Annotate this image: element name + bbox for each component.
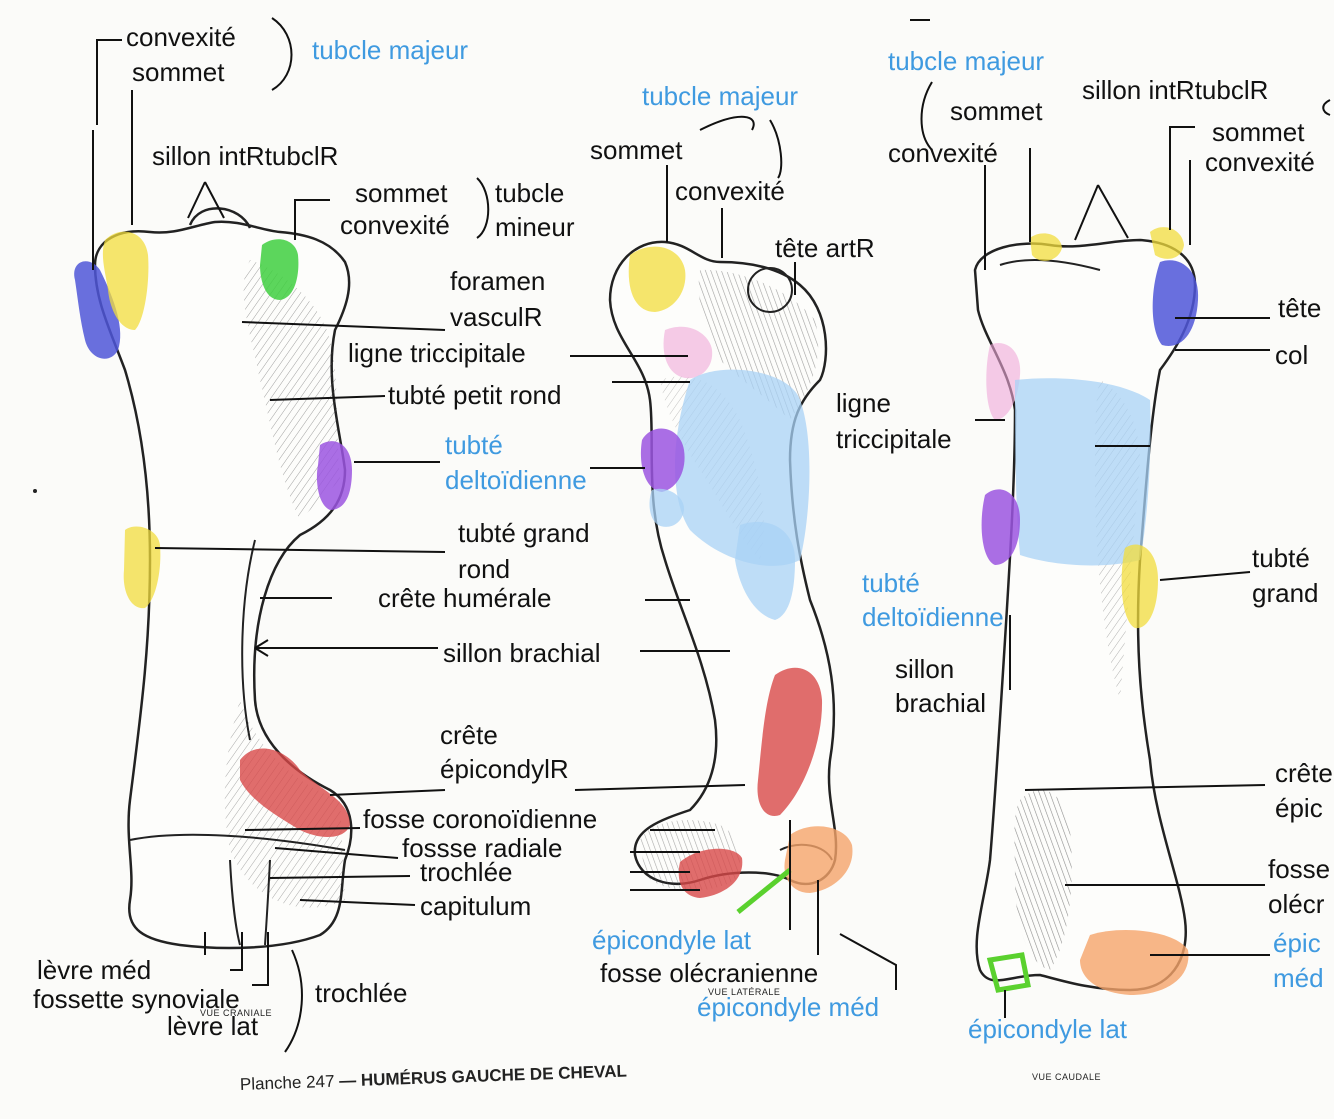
label-sommet-right-2: sommet — [1212, 117, 1305, 147]
label-epic-right: épic — [1275, 793, 1323, 823]
label-fosse-radiale: fossse radiale — [402, 833, 563, 863]
label-trochlee-left: trochlée — [420, 857, 513, 887]
label-tubte-right: tubté — [862, 568, 920, 598]
plate-dash: — — [338, 1070, 362, 1091]
label-fosse-right: fosse — [1268, 854, 1331, 884]
label-sommet-right: sommet — [950, 96, 1043, 126]
label-tubcle-majeur-left: tubcle majeur — [312, 35, 469, 65]
label-deltoidienne-right: deltoïdienne — [862, 602, 1004, 632]
caption-view-lateral: VUE LATÉRALE — [708, 987, 781, 997]
label-convexite-left: convexité — [126, 22, 236, 52]
caption-view-caudal: VUE CAUDALE — [1032, 1072, 1102, 1082]
label-ligne-mid: ligne — [836, 388, 891, 418]
label-sillon-intertuberculaire-left: sillon intRtubclR — [152, 141, 339, 171]
colored-areas-cranial — [74, 231, 352, 837]
label-mineur-left: mineur — [495, 212, 575, 242]
label-tete-right: tête — [1278, 293, 1322, 323]
label-rond: rond — [458, 554, 511, 584]
label-crete-humerale: crête humérale — [378, 583, 552, 613]
colored-areas-lateral — [628, 246, 853, 914]
label-olecr-right: olécr — [1268, 889, 1325, 919]
label-convexite-mid: convexité — [675, 176, 785, 206]
label-levre-med: lèvre méd — [37, 955, 152, 985]
label-grand-right: grand — [1252, 578, 1319, 608]
label-med-right: méd — [1273, 963, 1324, 993]
label-tubte-right-2: tubté — [1252, 543, 1310, 573]
label-fosse-coronoidienne: fosse coronoïdienne — [363, 804, 598, 834]
label-trochlee-bracket: trochlée — [315, 978, 408, 1008]
label-convexite-right: convexité — [888, 138, 998, 168]
label-crete-right: crête — [1275, 758, 1333, 788]
dot-mark — [33, 489, 37, 493]
label-deltoidienne-left: deltoïdienne — [445, 465, 587, 495]
label-epicondyle-med-mid: épicondyle méd — [697, 992, 880, 1022]
label-convexite-mineur-left: convexité — [340, 210, 450, 240]
plate-number: Planche 247 — [239, 1071, 335, 1094]
label-foramen: foramen — [450, 266, 546, 296]
label-sillon-brachial-left: sillon brachial — [443, 638, 601, 668]
label-sommet-mid: sommet — [590, 135, 683, 165]
label-crete-left: crête — [440, 720, 498, 750]
label-tubte-left: tubté — [445, 430, 503, 460]
label-sommet-mineur-left: sommet — [355, 178, 448, 208]
label-sillon-right: sillon — [895, 654, 955, 684]
label-tubcle-left: tubcle — [495, 178, 565, 208]
label-col-right: col — [1275, 340, 1309, 370]
label-tubcle-majeur-mid: tubcle majeur — [642, 81, 799, 111]
label-epicondylr: épicondylR — [440, 754, 569, 784]
label-epicondyle-lat-mid: épicondyle lat — [592, 925, 751, 955]
label-tubte-petit-rond: tubté petit rond — [388, 380, 562, 410]
leader-lines — [92, 17, 1331, 1053]
label-tubcle-majeur-right: tubcle majeur — [888, 46, 1045, 76]
label-convexite-right-2: convexité — [1205, 147, 1315, 177]
label-fossette-synoviale: fossette synoviale — [33, 984, 240, 1014]
label-sillon-intertuberculaire-right: sillon intRtubclR — [1082, 75, 1269, 105]
label-levre-lat: lèvre lat — [167, 1011, 259, 1041]
label-sommet-left: sommet — [132, 57, 225, 87]
label-epicondyle-lat-right: épicondyle lat — [968, 1014, 1127, 1044]
label-triccipitale-mid: triccipitale — [836, 424, 952, 454]
label-tubte-grand: tubté grand — [458, 518, 590, 548]
label-epic-med-right: épic — [1273, 928, 1321, 958]
label-brachial-right: brachial — [895, 688, 987, 718]
label-tete-articulaire: tête artR — [775, 233, 875, 263]
label-vascular: vasculR — [450, 302, 543, 332]
colored-areas-caudal — [981, 227, 1199, 995]
bone-lateral-view — [608, 240, 838, 891]
label-fosse-olecranienne-mid: fosse olécranienne — [600, 958, 819, 988]
label-ligne-triccipitale-left: ligne triccipitale — [348, 338, 526, 368]
label-capitulum: capitulum — [420, 891, 532, 921]
caption-view-cranial: VUE CRANIALE — [200, 1008, 273, 1018]
